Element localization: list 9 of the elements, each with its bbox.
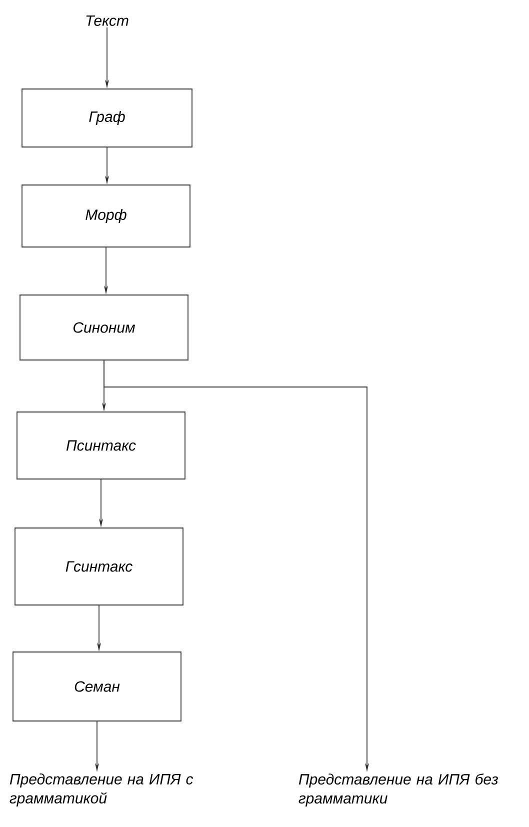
process-box: Семан [12,652,182,722]
output-label: Представление на ИПЯ с грамматикой [10,773,194,806]
input-label: Текст [86,15,128,26]
process-box: Морф [22,184,190,248]
process-box: Гсинтакс [14,528,184,606]
process-box: Граф [22,88,192,148]
output-label: Представление на ИПЯ без грамматики [298,773,498,807]
process-box: Псинтакс [16,412,186,480]
process-box: Синоним [20,294,188,360]
